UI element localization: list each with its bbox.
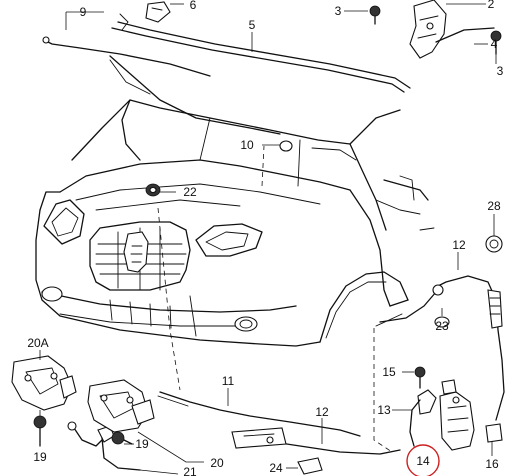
part-16-clip	[485, 423, 503, 456]
highlight-ring-14	[406, 444, 440, 476]
label-4: 4	[491, 37, 498, 51]
part-13-lever	[392, 389, 437, 447]
label-21: 21	[183, 465, 197, 476]
release-handle	[231, 427, 287, 449]
part-2-hinge	[409, 0, 486, 59]
part-12-cable-lower	[259, 418, 401, 455]
label-10: 10	[240, 138, 254, 152]
part-19-bolt-left	[33, 410, 47, 447]
part-28-cap	[485, 214, 503, 253]
part-19-bolt-center	[111, 431, 134, 445]
dashed-leader-b	[157, 207, 181, 391]
label-13: 13	[377, 403, 391, 417]
label-15: 15	[382, 365, 396, 379]
part-23-clip	[434, 308, 450, 328]
label-2: 2	[488, 0, 495, 11]
part-11-cable	[157, 388, 361, 437]
label-3a: 3	[335, 4, 342, 18]
part-14-latch	[439, 379, 475, 451]
dashed-leader-a	[261, 145, 265, 187]
part-22-bushing	[145, 183, 176, 197]
part-10-grommet	[262, 140, 293, 152]
part-12-cable-upper	[375, 252, 505, 421]
label-23: 23	[435, 319, 449, 333]
label-22: 22	[183, 185, 197, 199]
part-24-clip	[286, 457, 323, 475]
part-3-bolt-top	[344, 5, 381, 25]
label-14: 14	[416, 454, 430, 468]
label-5: 5	[249, 18, 256, 32]
label-16: 16	[485, 457, 499, 471]
label-20a: 20A	[27, 336, 48, 350]
label-9: 9	[80, 5, 87, 19]
label-19a: 19	[33, 450, 47, 464]
label-24: 24	[269, 461, 283, 475]
part-6-bracket	[145, 1, 184, 23]
hood-prop-rod	[109, 55, 281, 135]
part-4-bolt	[435, 27, 495, 45]
part-20a-lock	[11, 350, 77, 411]
part-20-lock	[87, 379, 204, 463]
label-6: 6	[190, 0, 197, 12]
label-28: 28	[487, 199, 501, 213]
label-3b: 3	[497, 64, 504, 78]
label-11: 11	[222, 374, 235, 388]
part-9-cable	[42, 11, 211, 77]
hood-outline	[111, 13, 411, 93]
sensor-wire-center	[101, 437, 179, 475]
label-12a: 12	[452, 238, 466, 252]
part-15-bolt	[402, 366, 426, 389]
dashed-leader-c	[373, 328, 393, 453]
car-body	[35, 99, 435, 347]
label-12b: 12	[315, 405, 329, 419]
part-labels: 9 6 3 2 5 4 3 10 22 28 12 23 20A 11 15 1…	[27, 0, 503, 476]
label-20: 20	[210, 456, 224, 470]
label-19b: 19	[135, 437, 149, 451]
part-3-bolt-right	[490, 30, 502, 64]
